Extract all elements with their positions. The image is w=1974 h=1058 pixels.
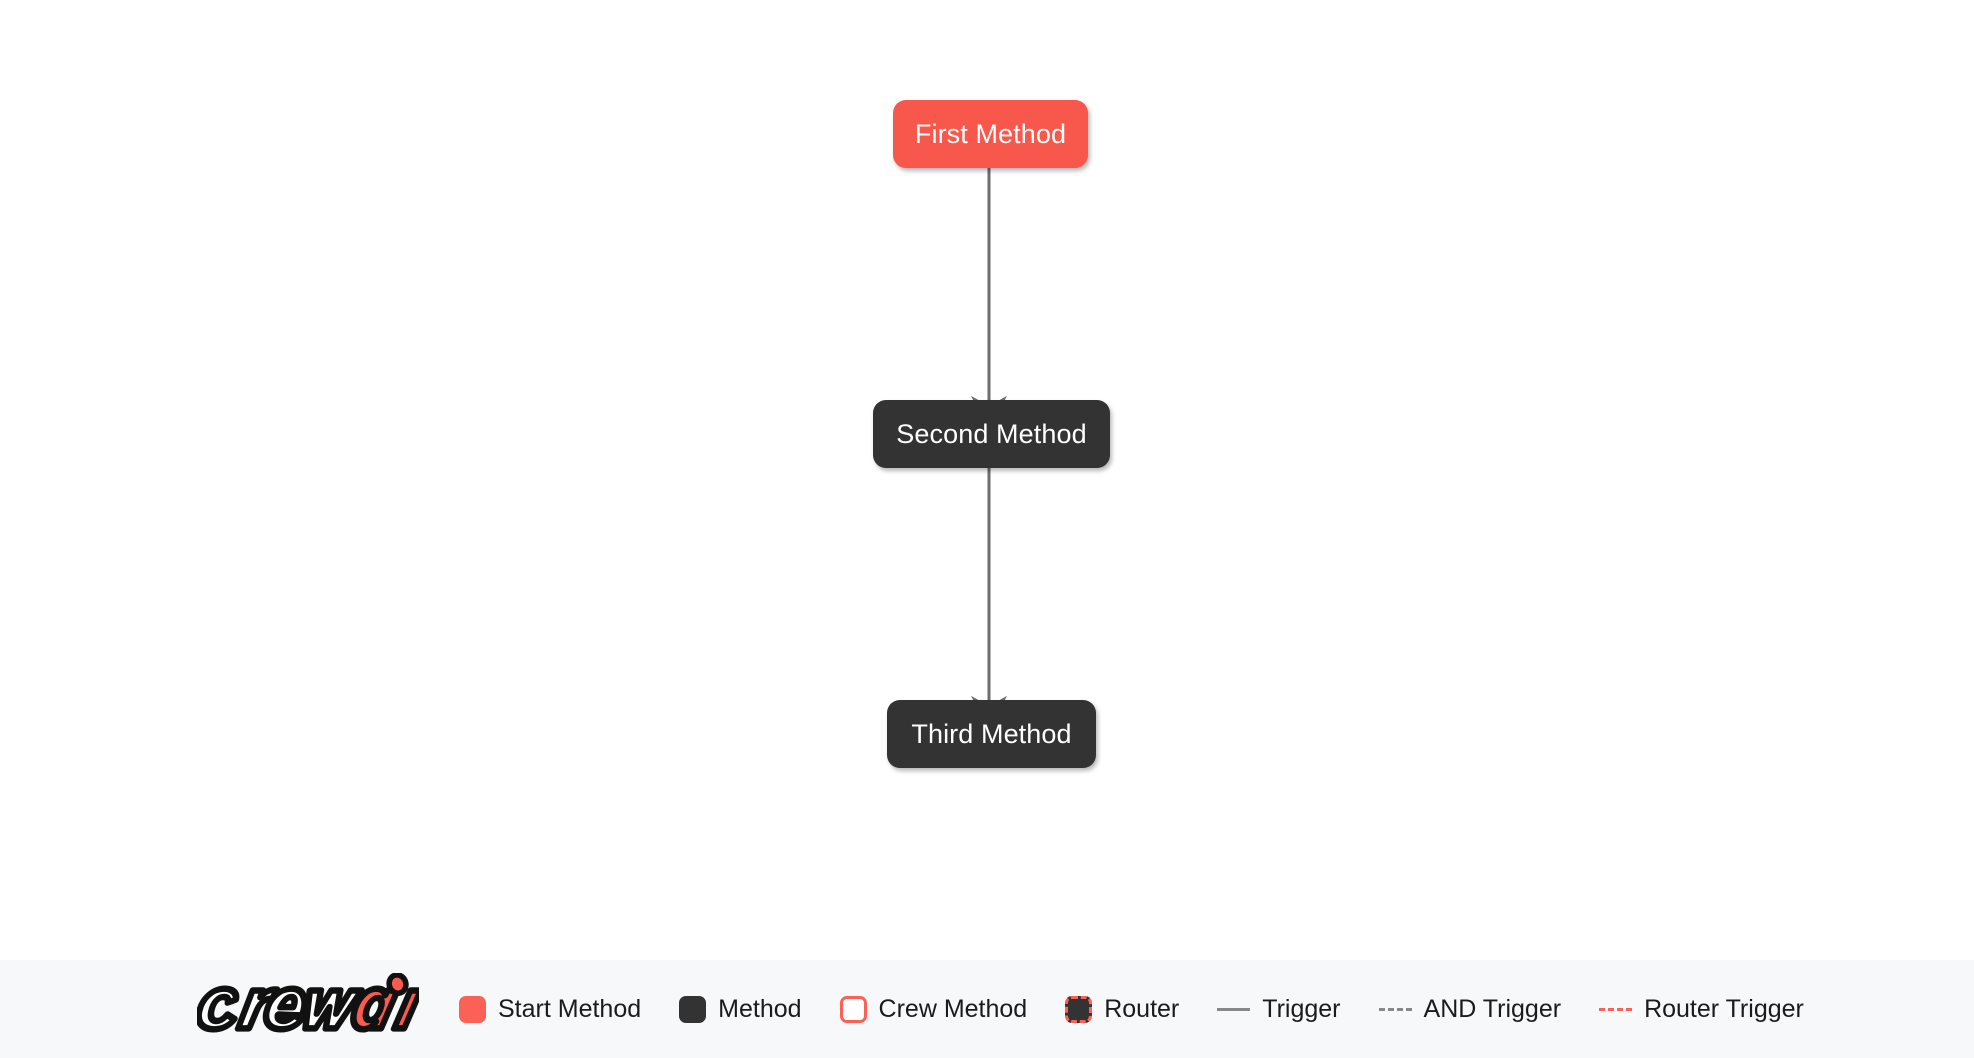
legend-item-router-trigger: Router Trigger <box>1599 960 1804 1058</box>
legend-swatch-router <box>1065 995 1093 1023</box>
legend-swatch-crew-method <box>839 995 867 1023</box>
legend-line-router-trigger <box>1599 1007 1633 1011</box>
legend-label-and-trigger: AND Trigger <box>1423 994 1562 1023</box>
legend-swatch-method <box>679 995 707 1023</box>
legend-label-method: Method <box>718 994 802 1023</box>
flow-node-second-method[interactable]: Second Method <box>873 400 1110 468</box>
flow-node-third-method[interactable]: Third Method <box>887 700 1096 768</box>
legend-line-trigger <box>1217 1007 1251 1011</box>
flow-node-label: First Method <box>914 118 1067 149</box>
flow-node-label: Third Method <box>911 718 1072 749</box>
legend-items: Start Method Method Crew Method Router Trigg… <box>459 960 1804 1058</box>
flow-node-label: Second Method <box>896 418 1087 449</box>
legend-label-start-method: Start Method <box>498 994 642 1023</box>
crewai-logo <box>197 973 419 1033</box>
legend-item-crew-method: Crew Method <box>839 960 1028 1058</box>
legend-item-and-trigger: AND Trigger <box>1378 960 1562 1058</box>
legend-label-router-trigger: Router Trigger <box>1644 994 1804 1023</box>
legend-item-router: Router <box>1065 960 1179 1058</box>
legend-bar: Start Method Method Crew Method Router Trigg… <box>0 960 1974 1058</box>
legend-label-crew-method: Crew Method <box>878 994 1028 1023</box>
legend-label-router: Router <box>1104 994 1180 1023</box>
flow-node-first-method[interactable]: First Method <box>893 100 1088 168</box>
legend-item-start-method: Start Method <box>459 960 641 1058</box>
legend-item-trigger: Trigger <box>1217 960 1341 1058</box>
legend-item-method: Method <box>679 960 802 1058</box>
legend-label-trigger: Trigger <box>1262 994 1341 1023</box>
legend-swatch-start-method <box>459 995 486 1023</box>
legend-line-and-trigger <box>1378 1007 1412 1011</box>
